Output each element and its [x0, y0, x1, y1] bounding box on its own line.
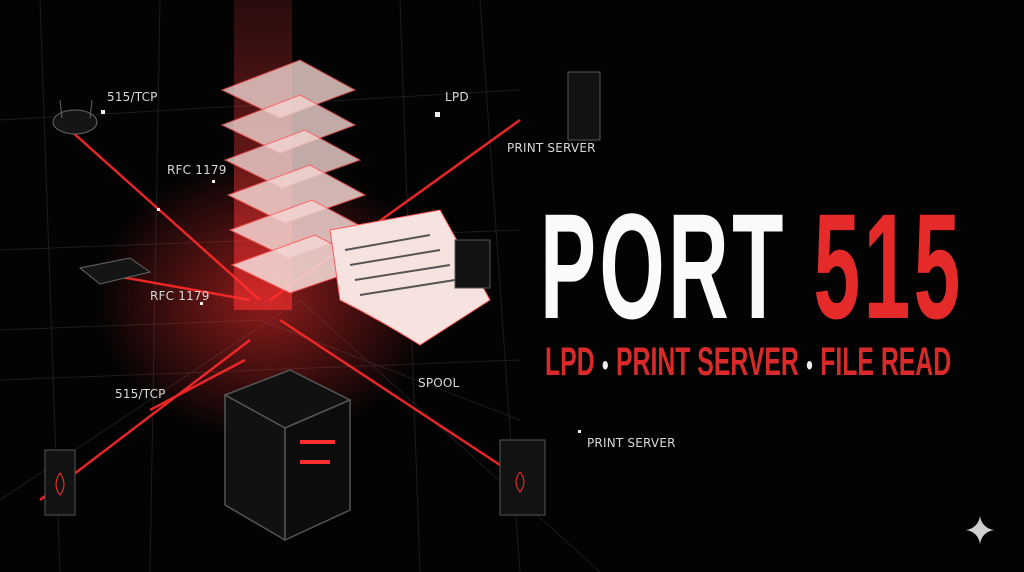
print-server-cube-icon — [223, 369, 352, 542]
label-print-server-top: PRINT SERVER — [507, 141, 596, 155]
label-markers — [101, 110, 581, 433]
title-number: 515 — [813, 182, 964, 350]
firewall-icon — [44, 439, 546, 516]
label-print-server-bottom: PRINT SERVER — [587, 436, 676, 450]
subtitle: LPD•PRINT SERVER•FILE READ — [545, 340, 951, 388]
sparkle-icon — [966, 516, 994, 544]
server-rack-icon — [454, 71, 601, 289]
subtitle-item: PRINT SERVER — [615, 340, 799, 384]
switch-icon — [78, 257, 152, 285]
label-515-tcp-bottom: 515/TCP — [115, 387, 166, 401]
router-icon — [52, 99, 98, 135]
label-rfc-1179-mid: RFC 1179 — [150, 289, 210, 303]
label-spool: SPOOL — [418, 376, 460, 390]
document-stack-icon — [220, 59, 491, 346]
label-515-tcp-top: 515/TCP — [107, 90, 158, 104]
separator: • — [602, 349, 609, 382]
label-rfc-1179-top: RFC 1179 — [167, 163, 227, 177]
subtitle-item: LPD — [545, 340, 595, 384]
separator: • — [806, 349, 813, 382]
title-word: PORT — [540, 182, 787, 350]
subtitle-item: FILE READ — [820, 340, 952, 384]
page-title: PORT 515 — [540, 191, 960, 341]
label-lpd: LPD — [445, 90, 469, 104]
